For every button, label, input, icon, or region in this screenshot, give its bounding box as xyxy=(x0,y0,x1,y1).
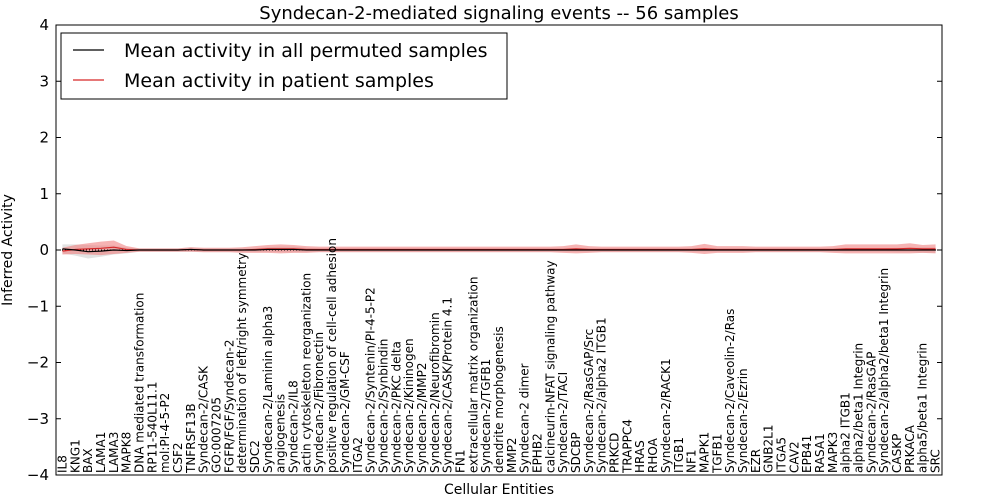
x-tick-label: Syndecan-2/CASK xyxy=(197,365,211,473)
series-band-1 xyxy=(62,240,936,256)
y-tick-label: 4 xyxy=(39,16,49,34)
x-tick-label: PRKCD xyxy=(608,433,622,473)
series-line-0 xyxy=(62,248,936,253)
x-tick-label: Syndecan-2/Laminin alpha3 xyxy=(261,306,275,473)
x-tick-label: Syndecan-2/CASK/Protein 4.1 xyxy=(441,297,455,473)
x-tick-label: alpha2/beta1 Integrin xyxy=(852,343,866,473)
x-tick-label: KNG1 xyxy=(68,439,82,473)
x-tick-label: positive regulation of cell-cell adhesio… xyxy=(325,238,339,473)
x-tick-label: calcineurin-NFAT signaling pathway xyxy=(543,260,557,473)
y-tick-label: 0 xyxy=(39,241,49,259)
x-tick-label: FN1 xyxy=(453,449,467,473)
x-tick-label: angiogenesis xyxy=(274,394,288,473)
y-tick-label: 1 xyxy=(39,185,49,203)
x-tick-label: Syndecan-2/RACK1 xyxy=(659,358,673,473)
x-tick-label: LAMA1 xyxy=(94,432,108,473)
x-tick-label: alpha2 ITGB1 xyxy=(839,392,853,473)
x-tick-label: alpha5/beta1 Integrin xyxy=(916,343,930,473)
chart-title: Syndecan-2-mediated signaling events -- … xyxy=(259,3,738,24)
legend-box xyxy=(60,32,508,100)
x-tick-label: SDC2 xyxy=(248,440,262,473)
x-tick-label: SDCBP xyxy=(569,432,583,473)
x-tick-label: MMP2 xyxy=(505,437,519,473)
x-tick-label: GO:0007205 xyxy=(210,397,224,473)
x-tick-label: Syndecan-2/Syntenin/PI-4-5-P2 xyxy=(364,287,378,473)
x-tick-label: extracellular matrix organization xyxy=(466,277,480,474)
x-tick-label: Syndecan-2/GM-CSF xyxy=(338,351,352,473)
x-tick-label: IL8 xyxy=(55,455,69,473)
x-tick-label: TGFB1 xyxy=(710,434,724,474)
x-tick-label: EPB41 xyxy=(800,435,814,473)
legend-label-permuted: Mean activity in all permuted samples xyxy=(124,40,487,62)
plot-area: −4 −3 −2 −1 0 1 2 3 4IL8KNG1BAXLAMA1LAMA3MAPK8DN… xyxy=(27,16,943,484)
x-tick-label: Syndecan-2/PKC delta xyxy=(389,341,403,473)
x-tick-label: Syndecan-2/RasGAP/Src xyxy=(582,329,596,473)
x-tick-label: Syndecan-2/Ezrin xyxy=(736,368,750,473)
x-tick-label: MAPK3 xyxy=(826,432,840,473)
x-tick-label: MAPK8 xyxy=(120,432,134,473)
x-tick-label: BAX xyxy=(81,448,95,473)
x-tick-label: EPHB2 xyxy=(531,433,545,473)
x-tick-label: dendrite morphogenesis xyxy=(492,326,506,473)
x-tick-label: CAV2 xyxy=(787,441,801,473)
x-tick-label: Syndecan-2/MMP2 xyxy=(415,363,429,473)
x-tick-label: RASA1 xyxy=(813,433,827,473)
y-tick-label: 3 xyxy=(39,72,49,90)
x-tick-label: Syndecan-2/RasGAP xyxy=(864,352,878,473)
x-tick-label: ITGB1 xyxy=(672,437,686,473)
x-tick-label: Syndecan-2/Synbindin xyxy=(376,339,390,473)
x-tick-label: LAMA3 xyxy=(107,432,121,473)
x-tick-label: Syndecan-2/Fibronectin xyxy=(312,332,326,473)
legend-label-patient: Mean activity in patient samples xyxy=(124,70,434,92)
x-tick-label: GNB2L1 xyxy=(762,425,776,473)
x-tick-label: Syndecan-2/alpha2/beta1 Integrin xyxy=(877,268,891,473)
x-tick-label: FGFR/FGF/Syndecan-2 xyxy=(222,340,236,473)
y-tick-label: −3 xyxy=(27,410,49,428)
x-tick-label: RP11-540L11.1 xyxy=(145,382,159,473)
y-tick-label: 2 xyxy=(39,129,49,147)
x-tick-label: TRAPPC4 xyxy=(620,419,634,474)
x-tick-label: Syndecan-2/Caveolin-2/Ras xyxy=(723,309,737,473)
x-axis-label: Cellular Entities xyxy=(444,482,554,498)
x-tick-label: ITGA2 xyxy=(351,437,365,473)
x-tick-label: Syndecan-2 dimer xyxy=(518,363,532,473)
x-tick-label: actin cytoskeleton reorganization xyxy=(299,273,313,473)
x-tick-label: mol:PI-4-5-P2 xyxy=(158,393,172,473)
legend: Mean activity in all permuted samples Me… xyxy=(60,32,508,100)
y-tick-label: −4 xyxy=(27,466,49,484)
x-tick-label: Syndecan-2/Kininogen xyxy=(402,338,416,473)
x-tick-label: Syndecan-2/TACI xyxy=(556,372,570,473)
x-tick-label: EZR xyxy=(749,449,763,473)
x-tick-label: RHOA xyxy=(646,437,660,473)
x-tick-label: CASKP xyxy=(890,434,904,473)
x-tick-label: CSF2 xyxy=(171,442,185,473)
x-tick-label: determination of left/right symmetry xyxy=(235,253,249,473)
x-tick-label: DNA mediated transformation xyxy=(132,293,146,473)
y-tick-label: −2 xyxy=(27,354,49,372)
x-tick-label: Syndecan-2/TGFB1 xyxy=(479,359,493,473)
x-tick-label: TNFRSF13B xyxy=(184,403,198,474)
y-axis-label: Inferred Activity xyxy=(0,194,16,306)
x-tick-label: ITGA5 xyxy=(774,437,788,473)
x-tick-label: NF1 xyxy=(685,449,699,473)
x-tick-label: Syndecan-2/Neurofibromin xyxy=(428,312,442,473)
x-tick-label: Syndecan-2/IL8 xyxy=(287,380,301,473)
x-tick-label: PRKACA xyxy=(903,424,917,473)
x-tick-label: HRAS xyxy=(633,440,647,473)
y-tick-label: −1 xyxy=(27,297,49,315)
x-tick-label: Syndecan-2/alpha2 ITGB1 xyxy=(595,317,609,473)
x-tick-label: MAPK1 xyxy=(697,432,711,473)
x-tick-label: SRC xyxy=(929,449,943,473)
